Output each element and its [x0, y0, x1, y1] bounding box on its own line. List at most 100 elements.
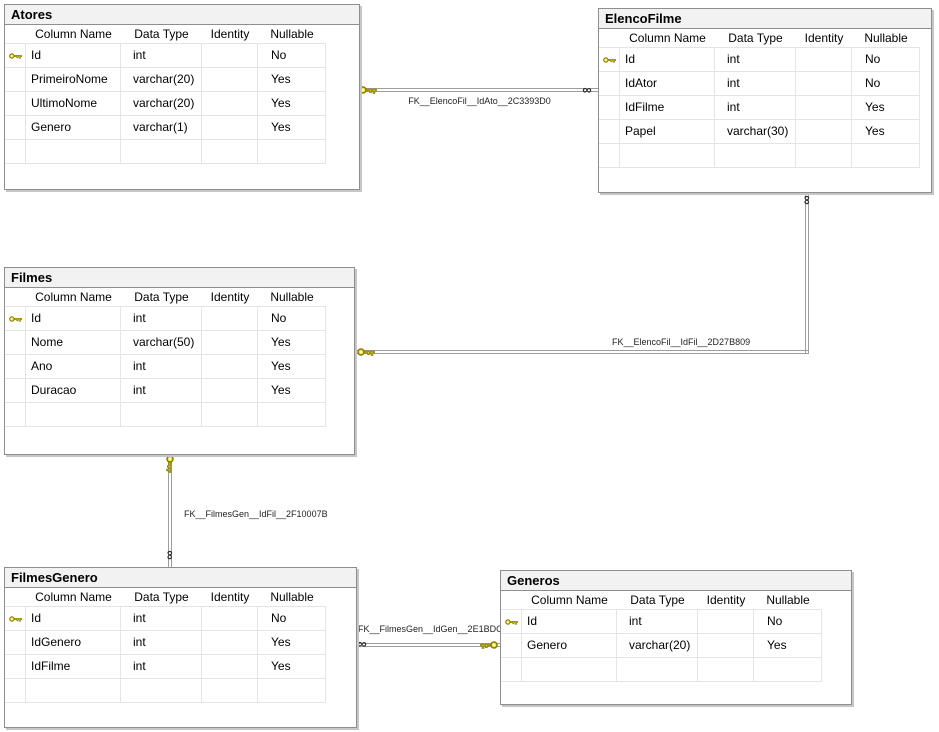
cell-identity — [202, 655, 258, 679]
table-row[interactable]: IdFilme int Yes — [599, 96, 931, 120]
cell-data-type: int — [121, 655, 202, 679]
grid-header-row: Column Name Data Type Identity Nullable — [5, 288, 354, 307]
row-selector — [5, 679, 26, 703]
table-atores[interactable]: Atores Column Name Data Type Identity Nu… — [4, 4, 360, 190]
row-selector — [599, 120, 620, 144]
column-header-nullable: Nullable — [754, 591, 822, 610]
table-row[interactable]: IdFilme int Yes — [5, 655, 356, 679]
cell-nullable: Yes — [258, 355, 326, 379]
table-row[interactable]: Id int No — [501, 610, 851, 634]
cell-identity — [796, 120, 852, 144]
column-header-nullable: Nullable — [852, 29, 920, 48]
row-selector-header — [5, 588, 26, 607]
table-row[interactable]: IdAtor int No — [599, 72, 931, 96]
row-selector — [599, 48, 620, 72]
table-row[interactable]: Genero varchar(1) Yes — [5, 116, 359, 140]
table-filmesgenero[interactable]: FilmesGenero Column Name Data Type Ident… — [4, 567, 357, 728]
relationship-label[interactable]: FK__FilmesGen__IdGen__2E1BDC42 — [358, 624, 513, 634]
column-header-identity: Identity — [698, 591, 754, 610]
row-selector — [599, 72, 620, 96]
table-elencofilme-title[interactable]: ElencoFilme — [599, 9, 931, 29]
column-header-identity: Identity — [202, 288, 258, 307]
relationship-label[interactable]: FK__ElencoFil__IdAto__2C3393D0 — [408, 96, 551, 106]
empty-row[interactable] — [501, 658, 851, 682]
table-filmesgenero-title[interactable]: FilmesGenero — [5, 568, 356, 588]
cell-data-type: varchar(20) — [121, 92, 202, 116]
table-row[interactable]: IdGenero int Yes — [5, 631, 356, 655]
table-row[interactable]: Nome varchar(50) Yes — [5, 331, 354, 355]
cell-data-type: int — [121, 607, 202, 631]
key-endpoint-icon — [359, 86, 377, 94]
table-filmes-title[interactable]: Filmes — [5, 268, 354, 288]
cell-data-type — [121, 403, 202, 427]
empty-row[interactable] — [5, 403, 354, 427]
column-header-datatype: Data Type — [121, 25, 202, 44]
table-row[interactable]: Id int No — [599, 48, 931, 72]
cell-data-type: varchar(1) — [121, 116, 202, 140]
empty-row[interactable] — [5, 679, 356, 703]
column-header-identity: Identity — [202, 588, 258, 607]
table-row[interactable]: Id int No — [5, 44, 359, 68]
row-selector — [501, 610, 522, 634]
column-header-datatype: Data Type — [121, 588, 202, 607]
cell-nullable: Yes — [852, 96, 920, 120]
cell-nullable — [852, 144, 920, 168]
cell-data-type: int — [121, 307, 202, 331]
grid-header-row: Column Name Data Type Identity Nullable — [599, 29, 931, 48]
table-row[interactable]: Duracao int Yes — [5, 379, 354, 403]
table-elencofilme[interactable]: ElencoFilme Column Name Data Type Identi… — [598, 8, 932, 193]
relationship-line[interactable] — [361, 88, 598, 92]
empty-row[interactable] — [5, 140, 359, 164]
column-header-identity: Identity — [202, 25, 258, 44]
cell-data-type: varchar(30) — [715, 120, 796, 144]
cell-nullable: No — [258, 44, 326, 68]
relationship-line[interactable] — [805, 193, 809, 354]
cell-nullable — [258, 140, 326, 164]
table-generos-title[interactable]: Generos — [501, 571, 851, 591]
row-selector — [599, 96, 620, 120]
cell-column-name — [26, 403, 121, 427]
table-elencofilme-grid: Column Name Data Type Identity Nullable … — [599, 29, 931, 168]
cell-identity — [202, 355, 258, 379]
table-row[interactable]: UltimoNome varchar(20) Yes — [5, 92, 359, 116]
cell-nullable: No — [258, 307, 326, 331]
cell-column-name — [26, 679, 121, 703]
row-selector — [5, 331, 26, 355]
grid-header-row: Column Name Data Type Identity Nullable — [5, 588, 356, 607]
table-atores-title[interactable]: Atores — [5, 5, 359, 25]
cell-nullable: No — [258, 607, 326, 631]
table-row[interactable]: Id int No — [5, 607, 356, 631]
relationship-line[interactable] — [356, 350, 809, 354]
table-row[interactable]: Ano int Yes — [5, 355, 354, 379]
cell-column-name: IdGenero — [26, 631, 121, 655]
table-filmesgenero-grid: Column Name Data Type Identity Nullable … — [5, 588, 356, 703]
table-row[interactable]: Id int No — [5, 307, 354, 331]
table-row[interactable]: PrimeiroNome varchar(20) Yes — [5, 68, 359, 92]
table-generos[interactable]: Generos Column Name Data Type Identity N… — [500, 570, 852, 705]
relationship-line[interactable] — [168, 455, 172, 567]
column-header-nullable: Nullable — [258, 25, 326, 44]
table-atores-grid: Column Name Data Type Identity Nullable … — [5, 25, 359, 164]
row-selector — [5, 92, 26, 116]
cell-nullable: No — [852, 48, 920, 72]
cell-data-type — [121, 679, 202, 703]
cell-identity — [796, 48, 852, 72]
row-selector — [5, 655, 26, 679]
cell-nullable: Yes — [258, 116, 326, 140]
relationship-line[interactable] — [358, 643, 500, 647]
table-row[interactable]: Papel varchar(30) Yes — [599, 120, 931, 144]
cell-column-name: Genero — [522, 634, 617, 658]
relationship-label[interactable]: FK__ElencoFil__IdFil__2D27B809 — [612, 337, 751, 347]
table-row[interactable]: Genero varchar(20) Yes — [501, 634, 851, 658]
row-selector — [5, 307, 26, 331]
cell-identity — [796, 72, 852, 96]
table-filmes[interactable]: Filmes Column Name Data Type Identity Nu… — [4, 267, 355, 455]
empty-row[interactable] — [599, 144, 931, 168]
cell-data-type: int — [617, 610, 698, 634]
row-selector — [5, 44, 26, 68]
cell-data-type: int — [715, 48, 796, 72]
column-header-name: Column Name — [26, 588, 121, 607]
relationship-label[interactable]: FK__FilmesGen__IdFil__2F10007B — [184, 509, 328, 519]
row-selector-header — [5, 25, 26, 44]
row-selector — [5, 116, 26, 140]
